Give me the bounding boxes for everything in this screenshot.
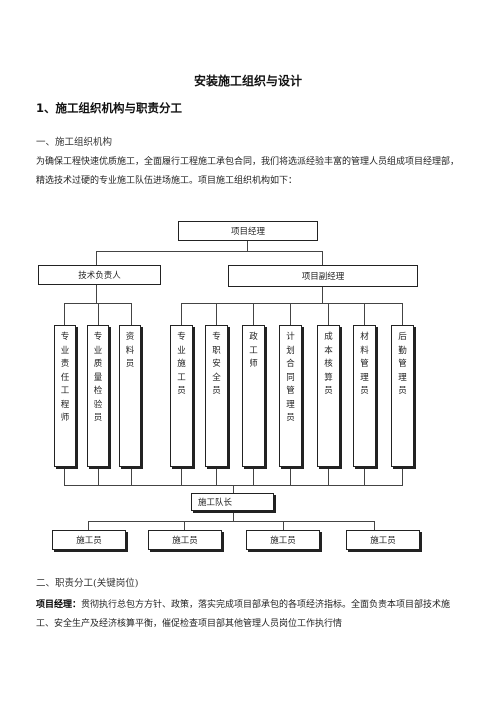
- org-box-deputy-role: 后勤管理员: [391, 325, 414, 467]
- org-box-worker: 施工员: [148, 530, 222, 550]
- connector: [402, 467, 403, 485]
- connector: [283, 521, 284, 530]
- connector: [184, 521, 185, 530]
- org-box-tech-role: 专业责任工程师: [54, 325, 76, 467]
- connector: [247, 241, 248, 251]
- connector: [181, 467, 182, 485]
- connector: [88, 521, 89, 530]
- connector: [88, 521, 374, 522]
- duty-paragraph: 项目经理：贯彻执行总包方方针、政策，落实完成项目部承包的各项经济指标。全面负责本…: [36, 596, 464, 634]
- document-title: 安装施工组织与设计: [193, 74, 302, 88]
- connector: [131, 467, 132, 485]
- subsection-heading: 一、施工组织机构: [36, 137, 113, 148]
- connector: [322, 251, 323, 265]
- org-box-deputy-role: 专职安全员: [205, 325, 228, 467]
- org-box-deputy-manager: 项目副经理: [228, 265, 418, 287]
- org-box-deputy-role: 成本核算员: [317, 325, 340, 467]
- org-box-worker: 施工员: [52, 530, 126, 550]
- connector: [233, 511, 234, 521]
- org-box-deputy-role: 政工师: [242, 325, 265, 467]
- org-box-project-manager: 项目经理: [178, 221, 318, 241]
- connector: [216, 467, 217, 485]
- connector: [98, 467, 99, 485]
- org-box-team-lead: 施工队长: [191, 493, 274, 511]
- connector: [253, 467, 254, 485]
- section-heading: 1、施工组织机构与职责分工: [36, 101, 183, 115]
- connector: [253, 303, 254, 325]
- connector: [96, 285, 97, 303]
- connector: [98, 303, 99, 325]
- org-box-tech-role: 专业质量检验员: [87, 325, 109, 467]
- connector: [64, 303, 65, 325]
- connector: [216, 303, 217, 325]
- connector: [402, 303, 403, 325]
- connector: [364, 467, 365, 485]
- connector: [181, 303, 182, 325]
- org-box-deputy-role: 计划合同管理员: [279, 325, 302, 467]
- connector: [328, 303, 329, 325]
- org-box-tech-lead: 技术负责人: [38, 265, 161, 285]
- connector: [64, 467, 65, 485]
- connector: [233, 485, 234, 493]
- connector: [328, 467, 329, 485]
- intro-paragraph: 为确保工程快速优质施工，全面履行工程施工承包合同，我们将选派经验丰富的管理人员组…: [36, 157, 460, 186]
- subsection-heading: 二、职责分工(关键岗位): [36, 578, 139, 589]
- org-box-worker: 施工员: [346, 530, 420, 550]
- org-box-worker: 施工员: [246, 530, 320, 550]
- connector: [322, 287, 323, 303]
- connector: [181, 303, 403, 304]
- connector: [96, 251, 322, 252]
- connector: [131, 303, 132, 325]
- org-box-deputy-role: 材料管理员: [353, 325, 376, 467]
- connector: [364, 303, 365, 325]
- org-box-deputy-role: 专业施工员: [170, 325, 193, 467]
- duty-text: 贯彻执行总包方方针、政策，落实完成项目部承包的各项经济指标。全面负责本项目部技术…: [36, 600, 451, 629]
- connector: [290, 303, 291, 325]
- org-box-tech-role: 资料员: [119, 325, 141, 467]
- connector: [290, 467, 291, 485]
- connector: [374, 521, 375, 530]
- connector: [96, 251, 97, 265]
- duty-label: 项目经理：: [36, 600, 82, 610]
